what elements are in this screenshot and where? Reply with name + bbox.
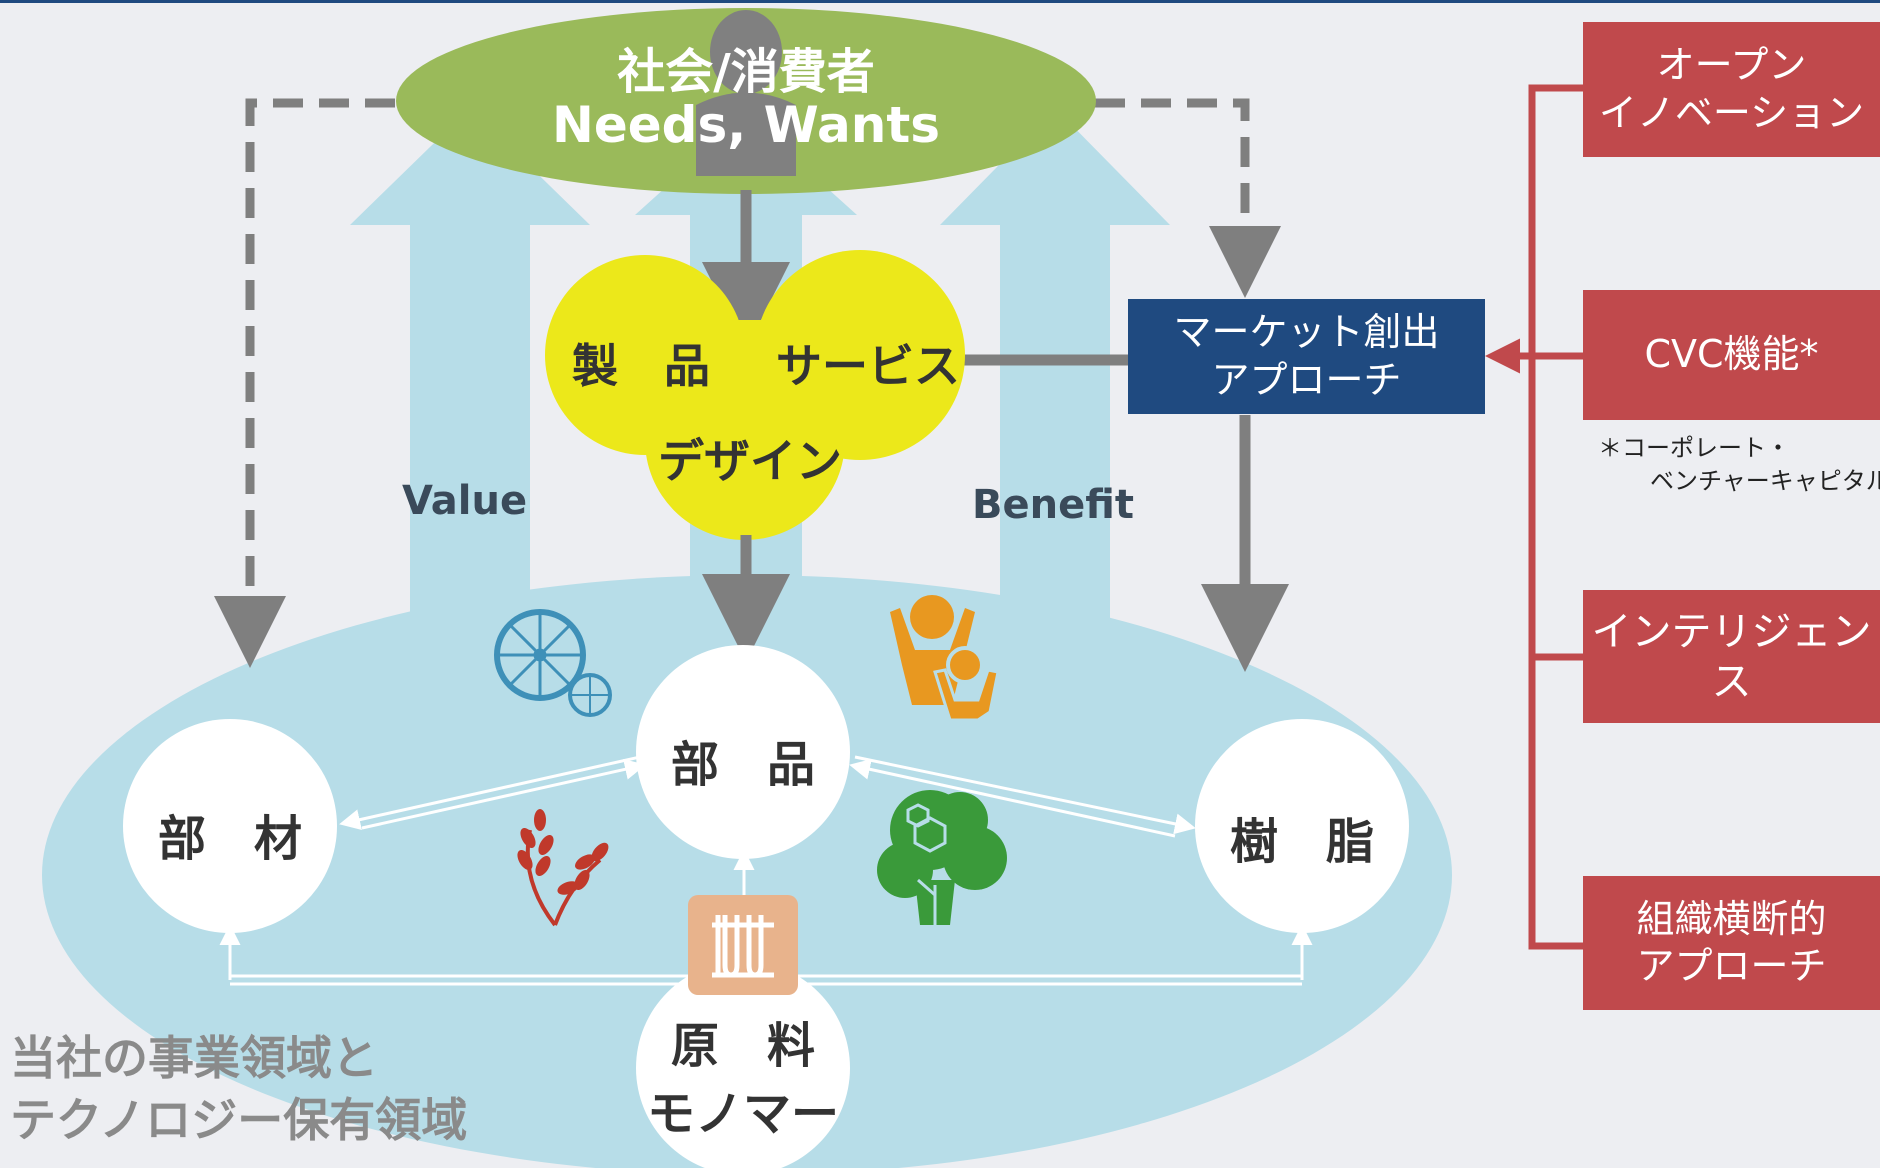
- node-parts-label: 部 品: [670, 737, 815, 793]
- cvc-note-line2: ベンチャーキャピタル: [1650, 467, 1880, 495]
- node-members-label: 部 材: [157, 811, 302, 867]
- wheel-icon: [494, 609, 612, 717]
- node-raw: [636, 961, 850, 1168]
- family-icon: [890, 595, 1000, 722]
- market-creation-box: マーケット創出 アプローチ: [1128, 299, 1485, 414]
- top-ellipse-line2: Needs, Wants: [552, 96, 940, 154]
- node-resin: [1195, 719, 1409, 933]
- dashed-arrow-right: [1095, 98, 1281, 298]
- up-arrow-right: [940, 108, 1170, 660]
- wheat-icon: [517, 809, 609, 927]
- venn-label-service: サービス: [776, 339, 960, 393]
- domain-ellipse: [42, 575, 1452, 1168]
- dashed-arrow-left: [214, 98, 395, 668]
- side-box-intelligence: インテリジェンス: [1583, 590, 1880, 723]
- value-label: Value: [402, 478, 528, 524]
- venn-label-product: 製 品: [572, 339, 710, 393]
- domain-label-line2: テクノロジー保有領域: [10, 1093, 468, 1147]
- venn-label-design: デザイン: [658, 434, 842, 488]
- node-resin-label: 樹 脂: [1229, 814, 1374, 870]
- cvc-note-line1: ＊コーポレート・: [1598, 434, 1790, 462]
- node-raw-label1: 原 料: [670, 1018, 815, 1074]
- side-box-cross-org: 組織横断的 アプローチ: [1583, 876, 1880, 1010]
- person-icon: [696, 10, 796, 176]
- test-tubes-icon: [688, 895, 798, 995]
- domain-label-line1: 当社の事業領域と: [10, 1031, 378, 1085]
- side-bracket: [1485, 84, 1585, 950]
- tree-icon: [877, 790, 1007, 925]
- side-box-cvc: CVC機能*: [1583, 290, 1880, 420]
- up-arrow-left: [350, 108, 590, 660]
- top-ellipse-line1: 社会/消費者: [617, 44, 875, 100]
- node-members: [123, 719, 337, 933]
- top-border: [0, 0, 1880, 3]
- benefit-label: Benefit: [972, 482, 1134, 528]
- node-parts: [636, 645, 850, 859]
- side-box-open-innovation: オープン イノベーション: [1583, 22, 1880, 157]
- node-raw-label2: モノマー: [646, 1086, 839, 1142]
